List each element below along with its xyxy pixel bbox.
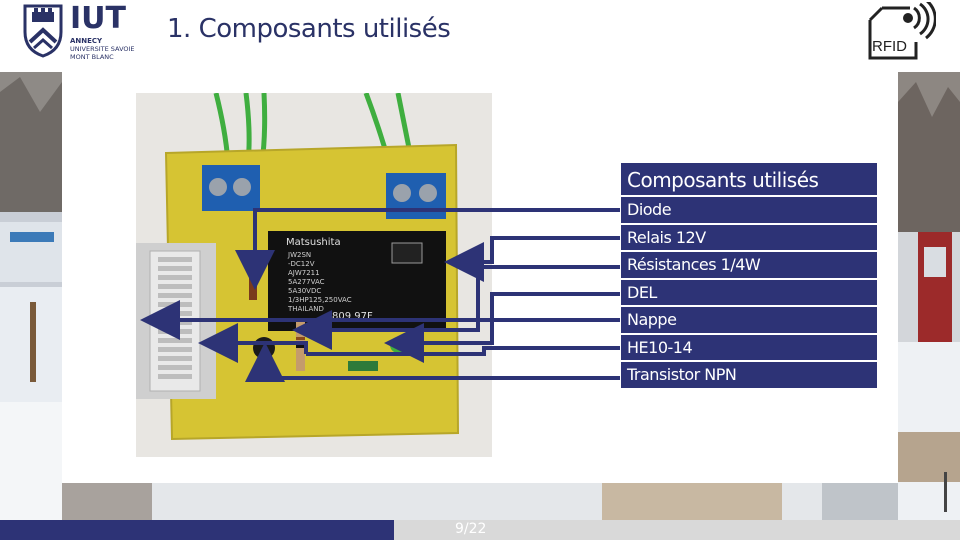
relay-spec-line: 5A30VDC [288,287,321,295]
connector-pin [158,347,192,352]
connector-pin [158,329,192,334]
background-photo-left [0,72,62,520]
legend-item-he10: HE10-14 [620,333,878,361]
relay-spec-line: 5A277VAC [288,278,325,286]
page-title: 1. Composants utilisés [167,14,451,44]
background-photo-right [898,72,960,520]
connector-pin [158,320,192,325]
logo-city: ANNECY [70,37,103,45]
logo-region: MONT BLANC [70,53,114,61]
legend-item-diode: Diode [620,196,878,224]
slide-footer: 9/22 [0,520,960,540]
legend-header: Composants utilisés [620,162,878,196]
rfid-label: RFID [872,38,907,55]
page-number: 9/22 [455,521,487,537]
rfid-badge: RFID [866,2,936,64]
relay-spec-line: JW2SN [287,251,311,259]
relay-code: 809 97F [332,311,373,322]
pcb-photo: Matsushita JW2SN-DC12VAJW72115A277VAC5A3… [136,93,492,457]
relay-spec-line: AJW7211 [288,269,320,277]
footer-accent-bar [0,520,394,540]
connector-pin [158,302,192,307]
legend-item-relais: Relais 12V [620,223,878,251]
relay-spec-line: 1/3HP125,250VAC [288,296,352,304]
background-photo-bottom [62,483,898,520]
legend-item-transistor: Transistor NPN [620,361,878,389]
connector-pin [158,293,192,298]
connector-pin [158,365,192,370]
connector-pin [158,338,192,343]
relay-spec-line: -DC12V [288,260,315,268]
connector-pin [158,284,192,289]
connector-pin [158,266,192,271]
connector-pin [158,374,192,379]
slide-header: IUT ANNECY UNIVERSITE SAVOIE MONT BLANC … [0,0,960,72]
connector-pin [158,356,192,361]
rfid-card-icon [868,2,936,60]
relay-spec-line: THAILAND [287,305,324,313]
logo-wordmark: IUT [70,1,126,36]
connector-pin [158,311,192,316]
components-legend: Composants utilisés Diode Relais 12V Rés… [620,162,878,389]
legend-item-resistances: Résistances 1/4W [620,251,878,279]
shield-logo-icon [23,4,63,58]
connector-pin [158,275,192,280]
logo-university: UNIVERSITE SAVOIE [70,45,135,53]
legend-item-del: DEL [620,278,878,306]
relay-marking: Matsushita [286,237,341,248]
legend-item-nappe: Nappe [620,306,878,334]
iut-logo: IUT ANNECY UNIVERSITE SAVOIE MONT BLANC [22,2,142,64]
connector-pin [158,257,192,262]
